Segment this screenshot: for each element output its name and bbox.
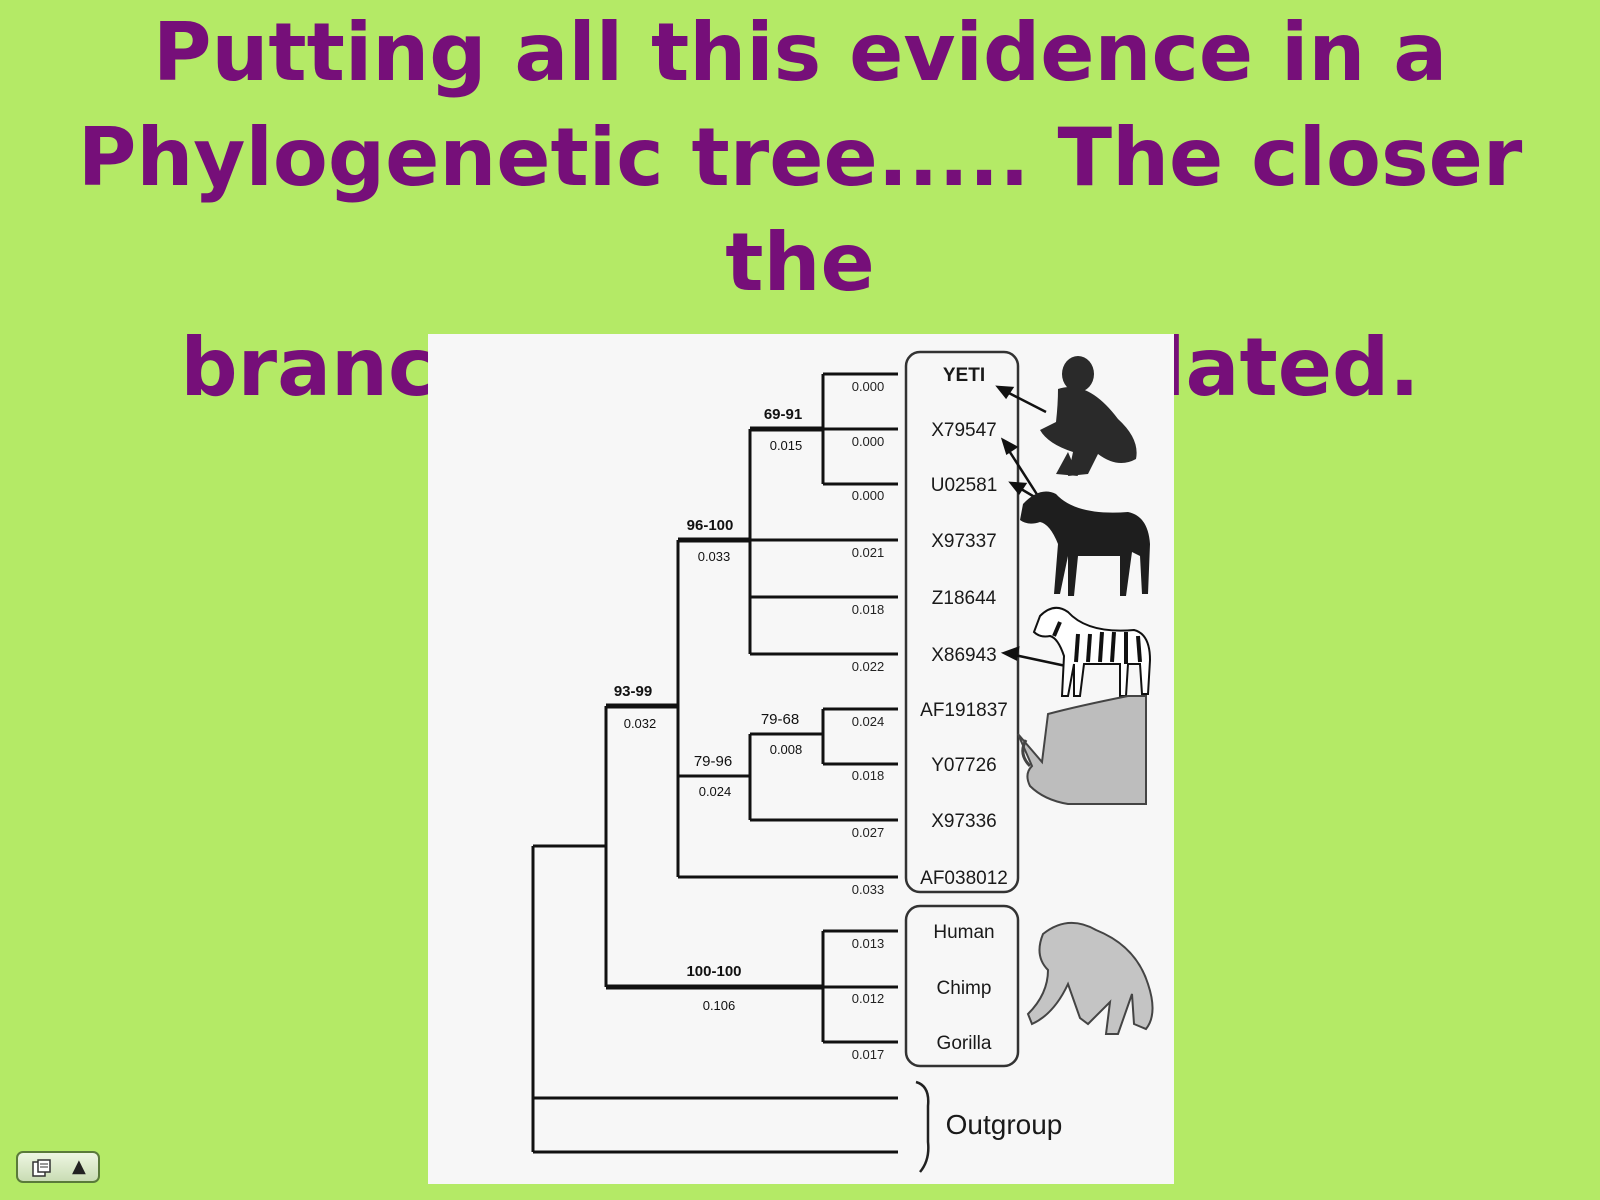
branch-length-label: 0.000 <box>852 379 885 394</box>
node-length-label: 0.008 <box>770 742 803 757</box>
arrow-to-x86943 <box>1009 652 1067 668</box>
branch-length-label: 0.013 <box>852 936 885 951</box>
up-arrow-icon[interactable]: ▲ <box>72 1156 86 1177</box>
taxon-label: Z18644 <box>932 588 997 609</box>
ape-icon <box>1026 922 1154 1035</box>
slide-controls[interactable]: ▲ <box>16 1151 100 1183</box>
arrowhead <box>995 385 1015 400</box>
taxon-label: AF191837 <box>920 700 1008 721</box>
branch-length-label: 0.024 <box>852 714 885 729</box>
branch-length-label: 0.000 <box>852 488 885 503</box>
branch-length-label: 0.021 <box>852 545 885 560</box>
pointer-arrows <box>995 385 1067 668</box>
arrowhead <box>1008 481 1028 496</box>
taxon-label: X97337 <box>931 531 997 552</box>
outgroup-brace <box>915 1080 930 1173</box>
taxon-label: YETI <box>943 365 985 386</box>
taxon-label: X79547 <box>931 420 997 441</box>
taxon-label: AF038012 <box>920 868 1008 889</box>
node-support-label: 100-100 <box>686 963 741 980</box>
taxon-label: Chimp <box>937 978 992 999</box>
title-line-1: Putting all this evidence in a <box>152 6 1448 99</box>
branch-length-label: 0.033 <box>852 882 885 897</box>
node-length-label: 0.015 <box>770 438 803 453</box>
taxa-box-primates <box>904 904 1020 1068</box>
node-length-label: 0.033 <box>698 549 731 564</box>
arrow-to-yeti <box>1002 388 1047 414</box>
taxon-label: X97336 <box>931 811 997 832</box>
notes-icon[interactable] <box>32 1159 52 1177</box>
taxon-label: Human <box>933 922 994 943</box>
branch-length-label: 0.018 <box>852 768 885 783</box>
node-length-label: 0.032 <box>624 716 657 731</box>
branch-length-label: 0.000 <box>852 434 885 449</box>
node-support-label: 79-96 <box>694 753 732 770</box>
taxa-box-perissodactyla <box>904 350 1020 894</box>
taxa-labels: YETI X79547 U02581 X97337 Z18644 X86943 … <box>920 365 1008 1054</box>
taxon-label: Gorilla <box>937 1033 992 1054</box>
zebra-icon <box>1032 606 1152 697</box>
arrowhead <box>1000 646 1020 661</box>
tree-branches <box>531 372 898 1154</box>
outgroup-label: Outgroup <box>946 1109 1063 1140</box>
taxon-label: X86943 <box>931 645 997 666</box>
branch-length-label: 0.027 <box>852 825 885 840</box>
branch-length-label: 0.012 <box>852 991 885 1006</box>
node-labels: 69-91 0.015 96-100 0.033 93-99 0.032 79-… <box>614 406 802 1013</box>
branch-length-label: 0.017 <box>852 1047 885 1062</box>
branch-length-label: 0.018 <box>852 602 885 617</box>
arrow-to-x79547 <box>1004 445 1040 497</box>
node-length-label: 0.106 <box>703 998 736 1013</box>
node-support-label: 79-68 <box>761 711 799 728</box>
node-length-label: 0.024 <box>699 784 732 799</box>
taxon-label: U02581 <box>931 475 998 496</box>
node-support-label: 96-100 <box>687 517 734 534</box>
rhinoceros-icon <box>1017 695 1147 805</box>
title-line-2: Phylogenetic tree..... The closer the <box>77 111 1523 309</box>
tip-branch-lengths: 0.000 0.000 0.000 0.021 0.018 0.022 0.02… <box>852 379 885 1062</box>
branch-length-label: 0.022 <box>852 659 885 674</box>
horse-icon <box>1020 491 1150 596</box>
phylogenetic-tree: YETI X79547 U02581 X97337 Z18644 X86943 … <box>531 350 1154 1173</box>
arrowhead <box>1000 437 1019 455</box>
node-support-label: 93-99 <box>614 683 652 700</box>
yeti-icon <box>1040 356 1137 476</box>
phylogenetic-tree-figure: YETI X79547 U02581 X97337 Z18644 X86943 … <box>428 334 1174 1184</box>
taxon-label: Y07726 <box>931 755 997 776</box>
node-support-label: 69-91 <box>764 406 802 423</box>
